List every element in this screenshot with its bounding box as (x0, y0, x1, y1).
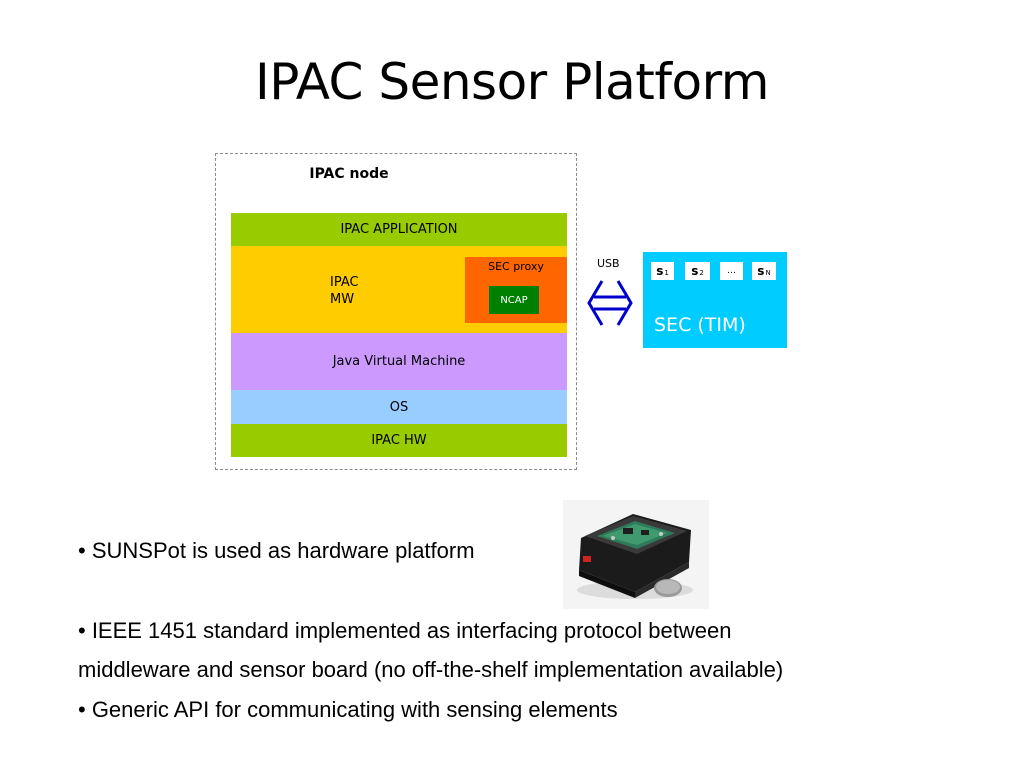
sensor-ellipsis: … (720, 262, 743, 280)
layer-ipac-middleware: IPAC MW SEC proxy NCAP (231, 246, 567, 333)
bullet-ieee-1451-line1: • IEEE 1451 standard implemented as inte… (78, 618, 732, 643)
middleware-label-line2: MW (330, 292, 355, 307)
sunspot-device-icon (563, 500, 709, 609)
ipac-node-frame (215, 153, 577, 470)
layer-java-virtual-machine: Java Virtual Machine (231, 333, 567, 390)
ncap-box: NCAP (489, 286, 539, 314)
sensor-ellipsis-symbol: … (727, 266, 736, 276)
sec-proxy-label: SEC proxy (488, 260, 544, 273)
bullet-ieee-1451-line2: middleware and sensor board (no off-the-… (78, 657, 784, 682)
bullet-generic-api: • Generic API for communicating with sen… (78, 697, 618, 722)
sensor-sn-symbol: s (757, 264, 765, 278)
sensor-sn-subscript: N (765, 269, 771, 277)
sensor-s2-subscript: 2 (699, 269, 704, 277)
layer-ipac-application: IPAC APPLICATION (231, 213, 567, 246)
layer-os: OS (231, 390, 567, 424)
bullet-hardware-platform: • SUNSPot is used as hardware platform (78, 538, 475, 563)
middleware-label: IPAC MW (330, 274, 359, 308)
middleware-label-line1: IPAC (330, 275, 359, 290)
sensor-s1-symbol: s (656, 264, 664, 278)
layer-ipac-hw: IPAC HW (231, 424, 567, 457)
usb-label: USB (597, 257, 620, 270)
sec-proxy-box: SEC proxy NCAP (465, 257, 567, 323)
sensor-s1-subscript: 1 (664, 269, 669, 277)
sensor-s2-symbol: s (691, 264, 699, 278)
bidirectional-arrow-icon (587, 280, 633, 326)
slide-title: IPAC Sensor Platform (255, 53, 769, 111)
ipac-node-label: IPAC node (309, 166, 389, 182)
sec-tim-label: SEC (TIM) (654, 314, 746, 336)
